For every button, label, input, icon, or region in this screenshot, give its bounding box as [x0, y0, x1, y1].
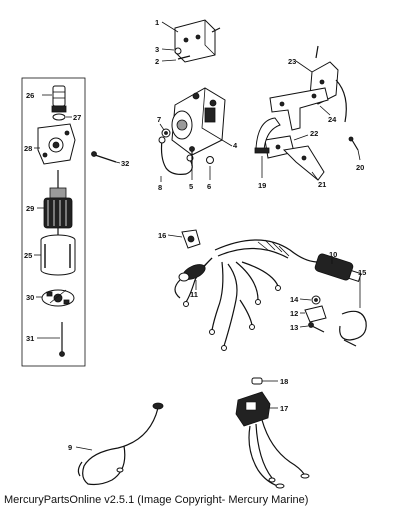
- image-caption: MercuryPartsOnline v2.5.1 (Image Copyrig…: [4, 494, 309, 506]
- part-12-clip[interactable]: [304, 305, 327, 323]
- callout-16[interactable]: 16: [158, 231, 166, 240]
- part-9-battery-cable[interactable]: [77, 402, 164, 486]
- starter-assembly-frame: [21, 77, 86, 367]
- callout-18[interactable]: 18: [280, 377, 288, 386]
- callout-24[interactable]: 24: [328, 115, 337, 124]
- callout-20[interactable]: 20: [356, 163, 364, 172]
- callout-1[interactable]: 1: [155, 18, 159, 27]
- part-16-clamp[interactable]: [181, 229, 201, 249]
- callout-9[interactable]: 9: [68, 443, 72, 452]
- part-11-connector[interactable]: [174, 257, 213, 299]
- part-1-solenoid-cover[interactable]: [174, 19, 221, 63]
- part-26-drive-gear[interactable]: [51, 85, 67, 113]
- part-27-collar[interactable]: [52, 113, 66, 121]
- callout-3[interactable]: 3: [155, 45, 159, 54]
- callout-5[interactable]: 5: [189, 182, 193, 191]
- callout-7[interactable]: 7: [157, 115, 161, 124]
- callout-21[interactable]: 21: [318, 180, 326, 189]
- callout-8[interactable]: 8: [158, 183, 162, 192]
- part-3-washer[interactable]: [174, 47, 182, 55]
- callout-25[interactable]: 25: [24, 251, 32, 260]
- callout-10[interactable]: 10: [329, 250, 337, 259]
- part-18-fuse[interactable]: [251, 377, 263, 385]
- callout-labels: 1 2 3 4 5 6 7 8 9 10 11 12 13 14 15 16 1…: [24, 18, 366, 452]
- callout-26[interactable]: 26: [26, 91, 34, 100]
- part-15-strap-clamp[interactable]: [339, 310, 367, 347]
- callout-14[interactable]: 14: [290, 295, 299, 304]
- callout-15[interactable]: 15: [358, 268, 366, 277]
- callout-22[interactable]: 22: [310, 129, 318, 138]
- part-4-starter-solenoid[interactable]: [171, 87, 226, 156]
- part-14-nut[interactable]: [311, 295, 321, 305]
- part-7-terminal-nut[interactable]: [161, 128, 171, 138]
- callout-6[interactable]: 6: [207, 182, 211, 191]
- callout-31[interactable]: 31: [26, 334, 34, 343]
- callout-13[interactable]: 13: [290, 323, 298, 332]
- callout-2[interactable]: 2: [155, 57, 159, 66]
- part-21-support-plate[interactable]: [282, 145, 325, 181]
- part-2-screw[interactable]: [177, 55, 191, 60]
- part-20-screw[interactable]: [348, 136, 359, 151]
- part-5-screw[interactable]: [189, 146, 195, 167]
- part-6-nut[interactable]: [206, 156, 214, 164]
- part-28-drive-end-cap[interactable]: [37, 123, 76, 165]
- part-31-bolt[interactable]: [59, 322, 65, 357]
- callout-29[interactable]: 29: [26, 204, 34, 213]
- part-13-screw[interactable]: [308, 322, 325, 333]
- callout-17[interactable]: 17: [280, 404, 288, 413]
- callout-11[interactable]: 11: [190, 290, 198, 299]
- part-17-fuse-holder[interactable]: [235, 391, 310, 489]
- callout-28[interactable]: 28: [24, 144, 32, 153]
- part-19-spacer[interactable]: [254, 117, 281, 154]
- part-30-end-cap-brushes[interactable]: [41, 289, 75, 307]
- callout-19[interactable]: 19: [258, 181, 266, 190]
- callout-12[interactable]: 12: [290, 309, 298, 318]
- part-10-wiring-harness[interactable]: [183, 239, 362, 351]
- part-24-mounting-bracket[interactable]: [269, 87, 329, 131]
- callout-32[interactable]: 32: [121, 159, 129, 168]
- callout-27[interactable]: 27: [73, 113, 81, 122]
- callout-30[interactable]: 30: [26, 293, 34, 302]
- part-32-through-bolt[interactable]: [91, 151, 117, 163]
- callout-4[interactable]: 4: [233, 141, 238, 150]
- callout-23[interactable]: 23: [288, 57, 296, 66]
- part-25-motor-housing[interactable]: [40, 234, 76, 276]
- part-29-armature[interactable]: [43, 170, 73, 236]
- part-23-relay[interactable]: [309, 45, 347, 123]
